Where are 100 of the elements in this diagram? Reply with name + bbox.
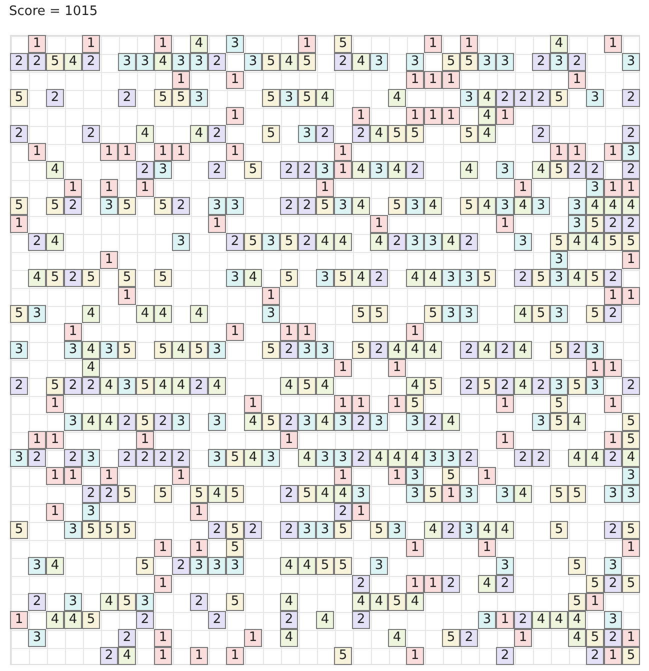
number-cell: 2 xyxy=(604,575,622,593)
number-cell: 1 xyxy=(352,107,370,125)
number-cell: 3 xyxy=(244,53,262,71)
number-cell: 2 xyxy=(10,377,28,395)
number-cell: 4 xyxy=(388,161,406,179)
number-cell: 5 xyxy=(226,521,244,539)
number-cell: 3 xyxy=(190,89,208,107)
number-cell: 5 xyxy=(622,233,640,251)
number-cell: 5 xyxy=(532,305,550,323)
number-cell: 1 xyxy=(442,71,460,89)
number-cell: 5 xyxy=(586,305,604,323)
number-cell: 3 xyxy=(550,269,568,287)
number-cell: 3 xyxy=(460,269,478,287)
number-cell: 1 xyxy=(100,251,118,269)
number-cell: 3 xyxy=(136,593,154,611)
number-cell: 2 xyxy=(460,377,478,395)
number-cell: 5 xyxy=(298,485,316,503)
number-cell: 2 xyxy=(604,305,622,323)
number-cell: 4 xyxy=(64,53,82,71)
number-cell: 4 xyxy=(352,53,370,71)
number-cell: 1 xyxy=(604,431,622,449)
number-cell: 4 xyxy=(568,611,586,629)
number-cell: 5 xyxy=(334,557,352,575)
number-cell: 2 xyxy=(118,89,136,107)
number-cell: 1 xyxy=(334,161,352,179)
number-cell: 4 xyxy=(586,233,604,251)
number-cell: 5 xyxy=(118,197,136,215)
number-cell: 3 xyxy=(208,449,226,467)
number-cell: 4 xyxy=(316,233,334,251)
number-cell: 4 xyxy=(154,53,172,71)
number-cell: 5 xyxy=(622,431,640,449)
number-cell: 1 xyxy=(388,467,406,485)
number-cell: 4 xyxy=(370,125,388,143)
number-cell: 2 xyxy=(172,557,190,575)
number-cell: 3 xyxy=(550,251,568,269)
number-cell: 3 xyxy=(334,413,352,431)
number-cell: 1 xyxy=(28,35,46,53)
number-cell: 2 xyxy=(622,215,640,233)
number-cell: 2 xyxy=(190,593,208,611)
number-cell: 2 xyxy=(28,449,46,467)
number-cell: 2 xyxy=(352,413,370,431)
number-cell: 1 xyxy=(100,143,118,161)
number-cell: 4 xyxy=(406,269,424,287)
number-cell: 4 xyxy=(622,197,640,215)
number-cell: 1 xyxy=(226,107,244,125)
number-cell: 4 xyxy=(46,161,64,179)
number-cell: 5 xyxy=(388,125,406,143)
number-cell: 2 xyxy=(280,341,298,359)
number-cell: 3 xyxy=(82,449,100,467)
number-cell: 2 xyxy=(388,233,406,251)
number-cell: 4 xyxy=(478,575,496,593)
number-cell: 1 xyxy=(604,179,622,197)
number-cell: 1 xyxy=(46,431,64,449)
number-cell: 5 xyxy=(316,197,334,215)
number-cell: 1 xyxy=(154,539,172,557)
number-cell: 1 xyxy=(154,647,172,665)
number-cell: 4 xyxy=(316,485,334,503)
number-cell: 2 xyxy=(280,161,298,179)
number-cell: 2 xyxy=(406,161,424,179)
number-cell: 3 xyxy=(64,341,82,359)
number-cell: 4 xyxy=(514,305,532,323)
number-cell: 1 xyxy=(226,71,244,89)
number-cell: 1 xyxy=(406,539,424,557)
number-cell: 1 xyxy=(478,539,496,557)
number-cell: 5 xyxy=(154,197,172,215)
number-cell: 5 xyxy=(136,413,154,431)
number-cell: 1 xyxy=(622,251,640,269)
number-cell: 1 xyxy=(64,467,82,485)
number-cell: 5 xyxy=(82,521,100,539)
number-cell: 3 xyxy=(316,341,334,359)
number-cell: 4 xyxy=(208,377,226,395)
number-cell: 5 xyxy=(280,269,298,287)
number-cell: 5 xyxy=(262,413,280,431)
number-cell: 3 xyxy=(514,233,532,251)
number-cell: 1 xyxy=(586,359,604,377)
number-cell: 3 xyxy=(154,161,172,179)
number-cell: 4 xyxy=(586,197,604,215)
number-cell: 4 xyxy=(478,341,496,359)
number-cell: 2 xyxy=(352,575,370,593)
number-cell: 3 xyxy=(298,521,316,539)
number-cell: 1 xyxy=(424,107,442,125)
number-cell: 2 xyxy=(532,125,550,143)
number-cell: 1 xyxy=(496,107,514,125)
number-cell: 1 xyxy=(352,395,370,413)
number-cell: 3 xyxy=(370,557,388,575)
number-cell: 2 xyxy=(622,89,640,107)
number-cell: 4 xyxy=(244,449,262,467)
number-cell: 5 xyxy=(298,89,316,107)
number-cell: 5 xyxy=(46,197,64,215)
number-cell: 1 xyxy=(604,647,622,665)
number-cell: 4 xyxy=(136,305,154,323)
number-cell: 2 xyxy=(532,449,550,467)
number-cell: 4 xyxy=(460,161,478,179)
number-cell: 4 xyxy=(208,485,226,503)
number-cell: 3 xyxy=(208,341,226,359)
number-cell: 5 xyxy=(118,485,136,503)
number-cell: 2 xyxy=(496,575,514,593)
number-cell: 3 xyxy=(172,53,190,71)
number-cell: 2 xyxy=(298,161,316,179)
number-cell: 1 xyxy=(406,71,424,89)
